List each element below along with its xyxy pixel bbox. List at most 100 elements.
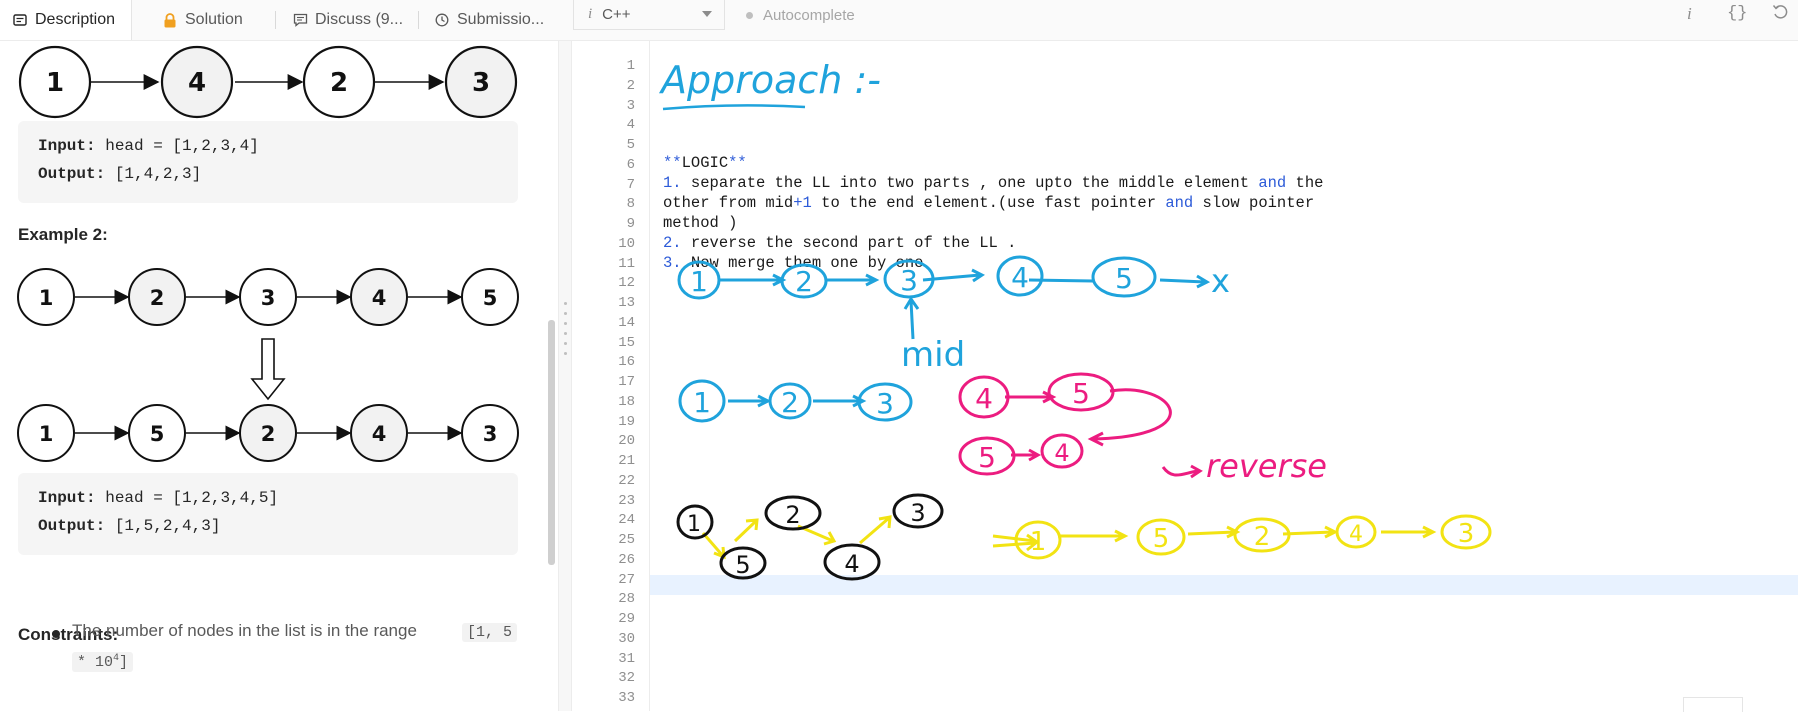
svg-text:3: 3	[876, 387, 894, 420]
row1-node: 2	[780, 263, 828, 299]
tab-discuss[interactable]: Discuss (9...	[280, 0, 415, 40]
tab-submissions[interactable]: Submissio...	[422, 0, 552, 40]
result-node: 5	[1136, 518, 1186, 556]
merge-arrows	[701, 515, 1437, 560]
reversed-node: 5	[958, 436, 1016, 476]
svg-text:2: 2	[330, 68, 348, 98]
svg-text:4: 4	[188, 68, 206, 98]
list-node: 3	[239, 268, 297, 326]
input-label: Input:	[38, 489, 96, 507]
list-node: 1	[17, 268, 75, 326]
line-number: 28	[618, 591, 635, 608]
svg-text:3: 3	[483, 422, 498, 446]
example1-diagram: 1 4 2 3	[18, 45, 518, 119]
list-node: 3	[444, 45, 518, 119]
line-number: 15	[618, 334, 635, 351]
list-node: 1	[18, 45, 92, 119]
line-number: 8	[626, 196, 635, 213]
row2-node: 2	[768, 382, 812, 420]
line-number: 23	[618, 492, 635, 509]
svg-text:4: 4	[1054, 439, 1069, 467]
list-node: 5	[461, 268, 519, 326]
line-number: 29	[618, 611, 635, 627]
line-number: 27	[618, 571, 635, 588]
result-node: 2	[1233, 517, 1291, 553]
svg-text:5: 5	[978, 441, 996, 474]
line-number: 4	[626, 117, 635, 134]
svg-text:1: 1	[39, 422, 54, 446]
info-icon: i	[588, 6, 593, 22]
pane-splitter[interactable]	[558, 41, 572, 711]
tab-description[interactable]: Description	[0, 0, 132, 40]
row1-node: 1	[677, 260, 721, 300]
line-number: 16	[618, 354, 635, 371]
line-number: 26	[618, 551, 635, 568]
svg-text:2: 2	[1254, 522, 1271, 552]
line-number: 22	[618, 472, 635, 489]
constraint-text: The number of nodes in the list is in th…	[72, 621, 417, 640]
list-node: 2	[302, 45, 376, 119]
description-pane: 1 4 2 3 Input: head = [1,2,3,4] Output: …	[0, 41, 558, 711]
tab-solution[interactable]: Solution	[150, 0, 270, 40]
tab-divider	[418, 11, 419, 29]
merge-node: 5	[719, 546, 767, 580]
line-number: 21	[618, 453, 635, 469]
braces-icon[interactable]: {}	[1727, 4, 1748, 23]
row2-arrows	[728, 394, 867, 408]
language-value: C++	[602, 6, 631, 23]
svg-text:3: 3	[261, 286, 276, 310]
row1-node: 4	[996, 255, 1044, 297]
row1-null: x	[1211, 262, 1230, 300]
tab-label: Submissio...	[457, 11, 545, 28]
language-select[interactable]: i C++	[573, 0, 725, 30]
autocomplete-label: Autocomplete	[763, 6, 855, 24]
title-underline	[662, 104, 806, 111]
merge-node: 1	[676, 504, 714, 540]
list-node: 1	[17, 404, 75, 462]
svg-text:1: 1	[687, 512, 701, 537]
code-line-9: method )	[663, 214, 738, 232]
autocomplete-toggle[interactable]: Autocomplete	[746, 0, 855, 30]
code-line-10: 2. reverse the second part of the LL .	[663, 234, 1017, 252]
line-number: 33	[618, 690, 635, 706]
input-value: head = [1,2,3,4]	[105, 137, 259, 155]
description-icon	[12, 12, 28, 28]
output-label: Output:	[38, 165, 106, 183]
svg-text:5: 5	[1153, 524, 1170, 554]
svg-text:5: 5	[1115, 262, 1133, 295]
svg-text:1: 1	[690, 265, 708, 298]
svg-text:2: 2	[150, 286, 165, 310]
scrollbar-thumb[interactable]	[548, 320, 555, 565]
list-node: 4	[350, 268, 408, 326]
list-node: 5	[128, 404, 186, 462]
grip-dot	[564, 312, 567, 315]
svg-text:1: 1	[46, 68, 64, 98]
line-number: 32	[618, 670, 635, 687]
reset-icon[interactable]	[1772, 3, 1789, 26]
svg-text:2: 2	[261, 422, 276, 446]
top-tab-bar: Description Solution Discuss (9... Submi…	[0, 0, 1798, 41]
line-number: 1	[626, 58, 635, 74]
line-number: 3	[626, 97, 635, 114]
line-number: 18	[618, 393, 635, 410]
lock-icon	[162, 12, 178, 28]
constraint-range-code-cont: * 104]	[72, 652, 134, 672]
list-node: 4	[350, 404, 408, 462]
line-number: 12	[618, 275, 635, 292]
example2-diagram: 1 2 3 4 5 1 5 2 4 3	[17, 268, 519, 462]
row1-node: 3	[883, 259, 935, 299]
pink-arrows	[1005, 388, 1203, 479]
list-node: 3	[461, 404, 519, 462]
tab-divider	[275, 11, 276, 29]
svg-text:1: 1	[39, 286, 54, 310]
svg-text:4: 4	[1011, 261, 1029, 294]
sketch-title: Approach :-	[658, 58, 881, 102]
svg-text:2: 2	[785, 501, 800, 529]
info-button-icon[interactable]: i	[1687, 4, 1692, 23]
bullet-icon	[52, 630, 60, 638]
row1-arrows	[720, 268, 1211, 340]
merge-node: 4	[823, 543, 881, 581]
svg-text:4: 4	[844, 550, 859, 578]
svg-text:4: 4	[372, 422, 387, 446]
